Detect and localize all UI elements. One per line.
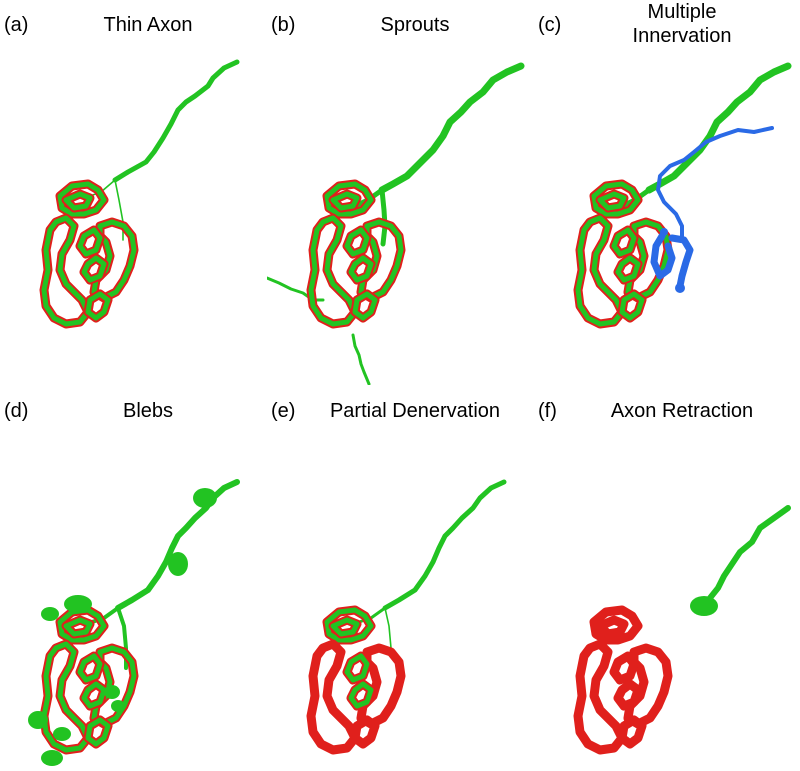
axon-retraction-drawing <box>573 505 791 755</box>
panel-letter: (a) <box>4 14 29 36</box>
nerve-terminal <box>611 227 637 257</box>
panel-c: (c) Multiple Innervation <box>534 0 800 385</box>
panel-f: (f) Axon Retraction <box>534 386 800 771</box>
endplate <box>306 605 406 755</box>
nerve-terminal <box>63 617 93 637</box>
endplate <box>573 605 673 755</box>
nerve-terminal <box>358 219 404 301</box>
nerve-terminal <box>575 215 625 327</box>
nerve-terminal <box>91 219 137 301</box>
panel-title: Thin Axon <box>103 14 193 36</box>
endplate <box>39 179 139 329</box>
receptor-island <box>573 639 627 755</box>
panel-title: Blebs <box>122 400 174 422</box>
panel-a: (a) Thin Axon <box>0 0 266 385</box>
axon <box>619 62 792 209</box>
nerve-terminal <box>619 291 645 321</box>
partial-denervation-drawing <box>306 479 507 755</box>
axon <box>267 62 525 385</box>
axon <box>690 505 791 616</box>
panel-title-line-2: Innervation <box>632 25 732 47</box>
panel-b: (b) Sprouts <box>267 0 533 385</box>
receptor-island <box>306 639 360 755</box>
panel-letter: (b) <box>271 14 296 36</box>
axon <box>90 479 240 670</box>
nerve-terminal <box>77 227 103 257</box>
panel-d: (d) Blebs <box>0 386 266 771</box>
panel-title-line-1: Multiple <box>647 1 717 23</box>
panel-title: Partial Denervation <box>329 400 501 422</box>
nerve-terminal <box>91 645 137 727</box>
nerve-terminal <box>77 653 103 683</box>
panel-letter: (e) <box>271 400 296 422</box>
nerve-terminal <box>41 215 91 327</box>
axon <box>357 479 507 649</box>
receptor-island <box>617 715 647 749</box>
nerve-terminal <box>615 255 641 283</box>
blebs-drawing <box>28 479 240 766</box>
panel-title: Multiple Innervation <box>564 0 800 48</box>
panel-title: Sprouts <box>380 14 450 36</box>
receptor-island <box>623 643 673 729</box>
nerve-terminal <box>344 653 370 683</box>
nerve-terminal <box>591 181 641 217</box>
panel-letter: (d) <box>4 400 29 422</box>
nerve-terminal <box>57 181 107 217</box>
receptor-island <box>609 651 639 685</box>
nerve-terminal <box>308 215 358 327</box>
nerve-terminal <box>352 291 378 321</box>
thin-axon-drawing <box>39 59 240 329</box>
nerve-terminal <box>63 191 93 211</box>
nerve-terminal <box>81 681 107 709</box>
second-axon <box>650 126 774 293</box>
receptor-island <box>356 643 406 729</box>
panel-e: (e) Partial Denervation <box>267 386 533 771</box>
receptor-island <box>589 605 643 645</box>
nerve-terminal <box>597 191 627 211</box>
panel-letter: (f) <box>538 400 557 422</box>
nerve-terminal <box>348 681 374 709</box>
receptor-island <box>595 615 629 639</box>
nerve-terminal <box>330 191 360 211</box>
receptor-island <box>350 715 380 749</box>
panel-letter: (c) <box>538 14 562 36</box>
nerve-terminal <box>344 227 370 257</box>
endplate <box>306 179 406 329</box>
receptor-island <box>613 679 643 711</box>
nerve-terminal <box>324 181 374 217</box>
sprouts-drawing <box>267 62 525 385</box>
nerve-terminal <box>348 255 374 283</box>
nerve-terminal <box>85 717 111 747</box>
nerve-terminal <box>85 291 111 321</box>
endplate <box>573 179 673 329</box>
nerve-terminal <box>81 255 107 283</box>
panel-title: Axon Retraction <box>610 400 754 422</box>
nerve-terminal <box>324 607 374 643</box>
multiple-innervation-drawing <box>573 62 792 329</box>
blebs <box>28 488 217 766</box>
nerve-terminal <box>330 617 360 637</box>
axon <box>89 59 240 241</box>
